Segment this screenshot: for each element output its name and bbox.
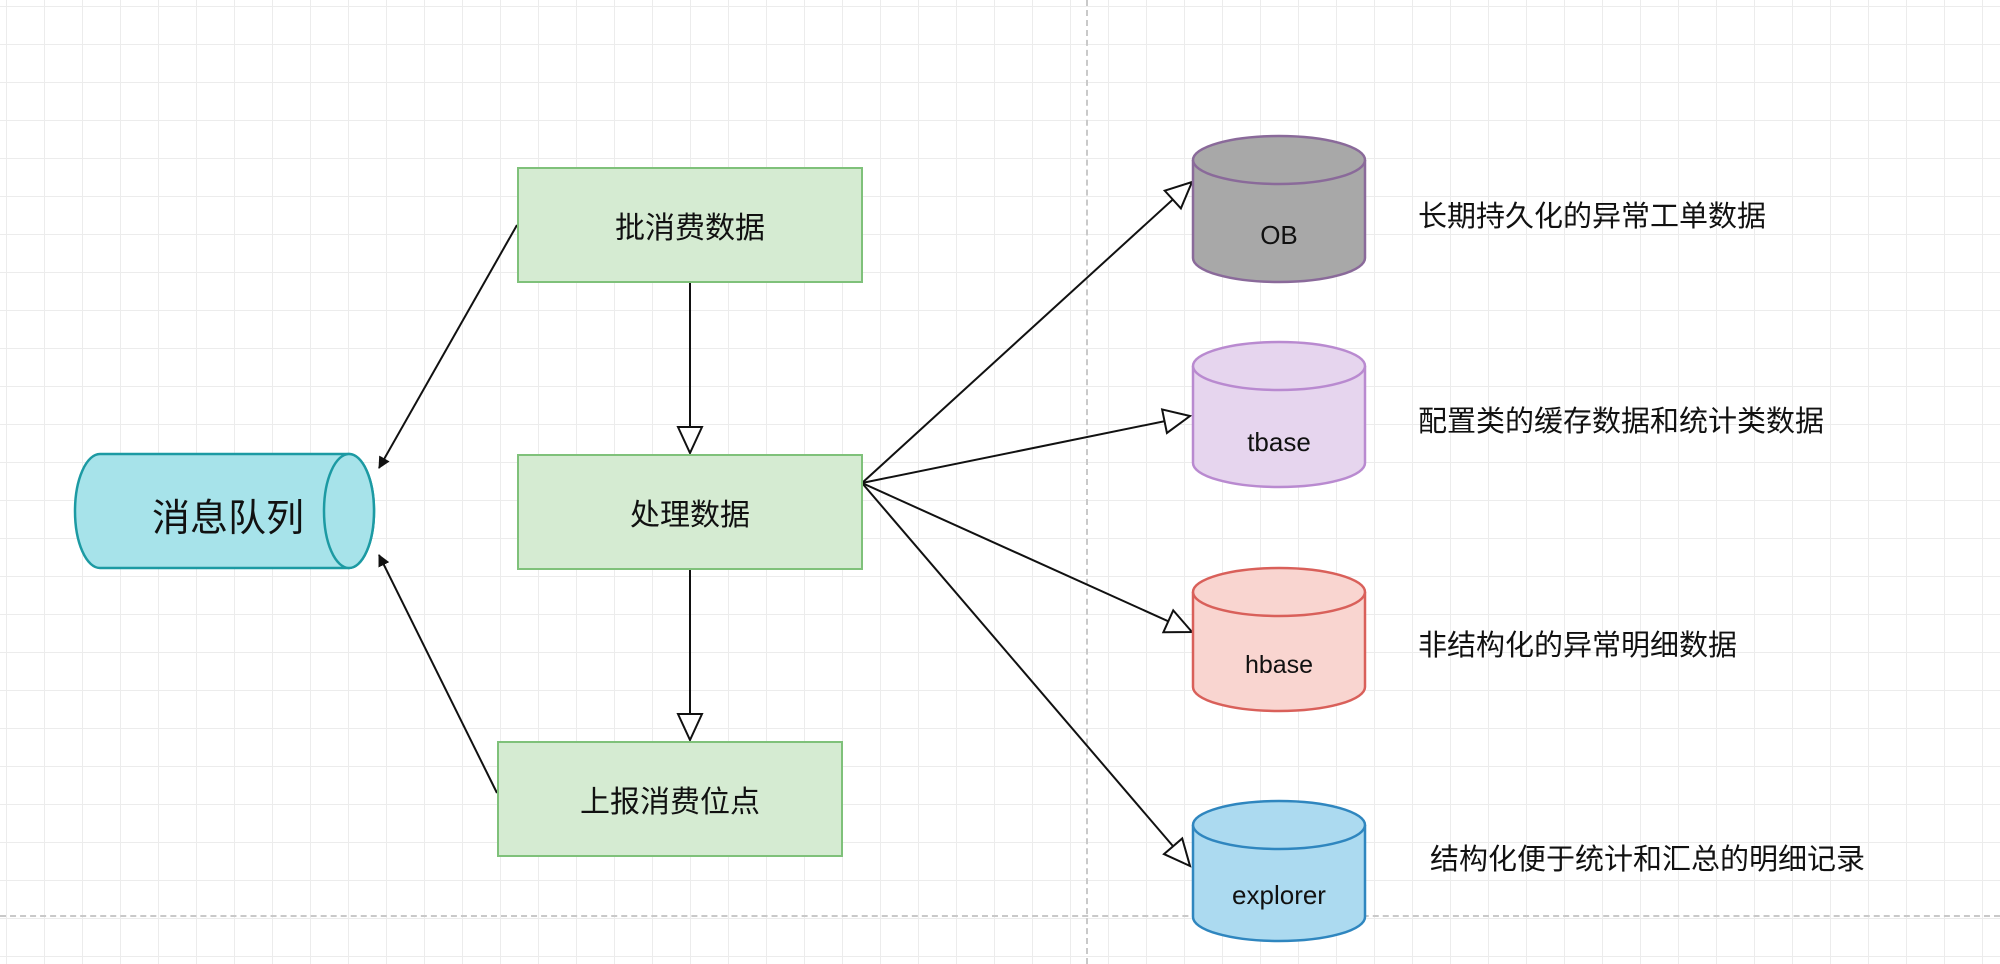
arrow-process-to-hbase <box>861 482 1192 632</box>
vertical-divider <box>1086 0 1088 964</box>
report-offset-label: 上报消费位点 <box>580 785 760 820</box>
arrow-batch-to-queue <box>378 224 518 469</box>
db-description-tbase: 配置类的缓存数据和统计类数据 <box>1418 404 1825 438</box>
process-data-box: 处理数据 <box>517 454 863 570</box>
db-cylinder-tbase <box>1191 340 1367 489</box>
db-label-ob: OB <box>1260 220 1298 250</box>
batch-consume-box: 批消费数据 <box>517 167 863 283</box>
horizontal-divider <box>0 915 2000 917</box>
db-description-hbase: 非结构化的异常明细数据 <box>1418 628 1738 662</box>
db-label-hbase: hbase <box>1244 651 1314 679</box>
queue-cylinder <box>73 452 376 570</box>
db-cylinder-explorer <box>1191 799 1367 943</box>
arrow-process-to-tbase <box>861 416 1190 484</box>
db-cylinder-hbase <box>1191 566 1367 713</box>
queue-label: 消息队列 <box>151 496 304 540</box>
report-offset-box: 上报消费位点 <box>497 741 843 857</box>
db-description-ob: 长期持久化的异常工单数据 <box>1418 199 1767 233</box>
db-label-tbase: tbase <box>1247 427 1311 457</box>
arrow-process-to-explorer <box>861 482 1190 866</box>
process-data-label: 处理数据 <box>630 498 750 533</box>
arrow-process-to-ob <box>861 182 1192 484</box>
batch-consume-label: 批消费数据 <box>615 211 765 246</box>
arrow-report-to-queue <box>378 554 498 794</box>
db-label-explorer: explorer <box>1232 880 1326 910</box>
db-cylinder-ob <box>1191 134 1367 284</box>
db-description-explorer: 结构化便于统计和汇总的明细记录 <box>1430 842 1866 876</box>
